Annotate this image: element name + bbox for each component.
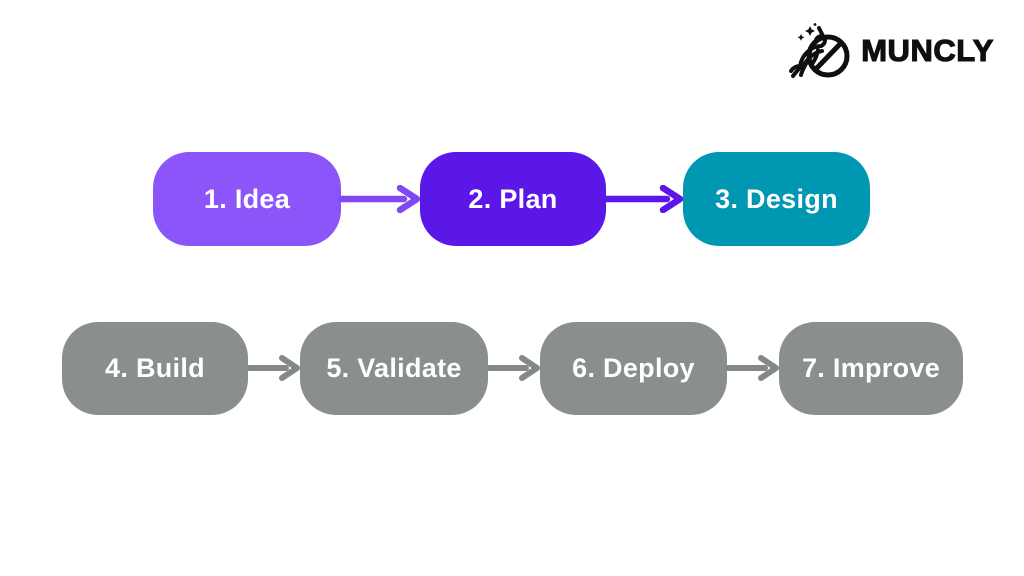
unicorn-logo-icon <box>789 23 850 78</box>
brand-name: MUNCLY <box>861 32 994 68</box>
step-label-design: 3. Design <box>715 183 838 214</box>
arrow-build-to-validate-icon <box>246 355 300 381</box>
step-label-idea: 1. Idea <box>203 183 291 214</box>
arrow-deploy-to-improve-icon <box>725 355 779 381</box>
brand-logo: MUNCLY <box>788 22 994 80</box>
arrow-validate-to-deploy-icon <box>486 355 540 381</box>
step-label-validate: 5. Validate <box>326 353 462 383</box>
step-box-idea: 1. Idea <box>153 152 341 246</box>
step-label-improve: 7. Improve <box>801 353 941 383</box>
step-box-validate: 5. Validate <box>300 322 488 415</box>
step-box-design: 3. Design <box>683 152 870 246</box>
step-box-build: 4. Build <box>62 322 248 415</box>
step-label-plan: 2. Plan <box>468 183 558 214</box>
step-box-plan: 2. Plan <box>420 152 606 246</box>
step-box-deploy: 6. Deploy <box>540 322 727 415</box>
arrow-idea-to-plan-icon <box>338 185 421 213</box>
arrow-plan-to-design-icon <box>602 185 684 213</box>
step-label-build: 4. Build <box>105 353 205 383</box>
step-label-deploy: 6. Deploy <box>572 353 695 383</box>
step-box-improve: 7. Improve <box>779 322 963 415</box>
sparkle-icons <box>797 23 817 41</box>
